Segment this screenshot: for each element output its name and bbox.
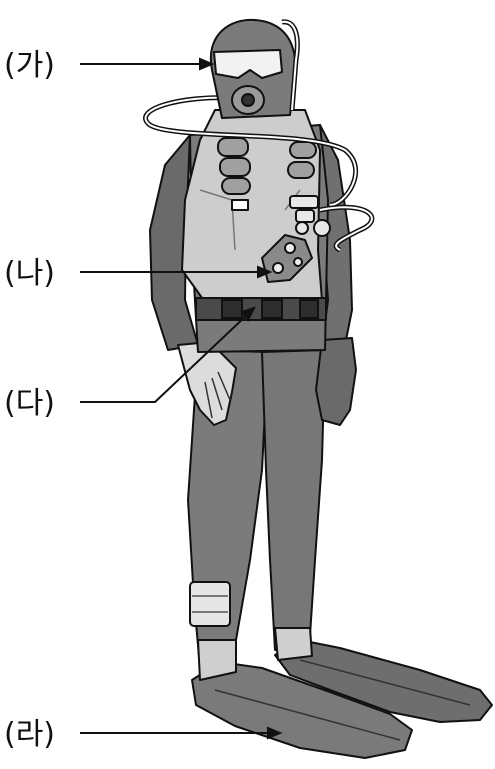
weight-block: [262, 300, 282, 318]
right-leg: [262, 350, 325, 652]
label-ga: (가): [4, 48, 55, 83]
weight-block: [222, 300, 242, 318]
left-boot: [198, 640, 236, 680]
right-boot: [275, 628, 312, 660]
ankle-knife: [190, 582, 230, 626]
right-glove: [316, 338, 356, 425]
vest-pocket-tag: [232, 200, 248, 210]
diver-figure: [146, 20, 492, 758]
label-na: (나): [4, 256, 55, 291]
label-da: (다): [4, 386, 55, 421]
weight-block: [300, 300, 318, 318]
label-ra: (라): [4, 717, 55, 752]
